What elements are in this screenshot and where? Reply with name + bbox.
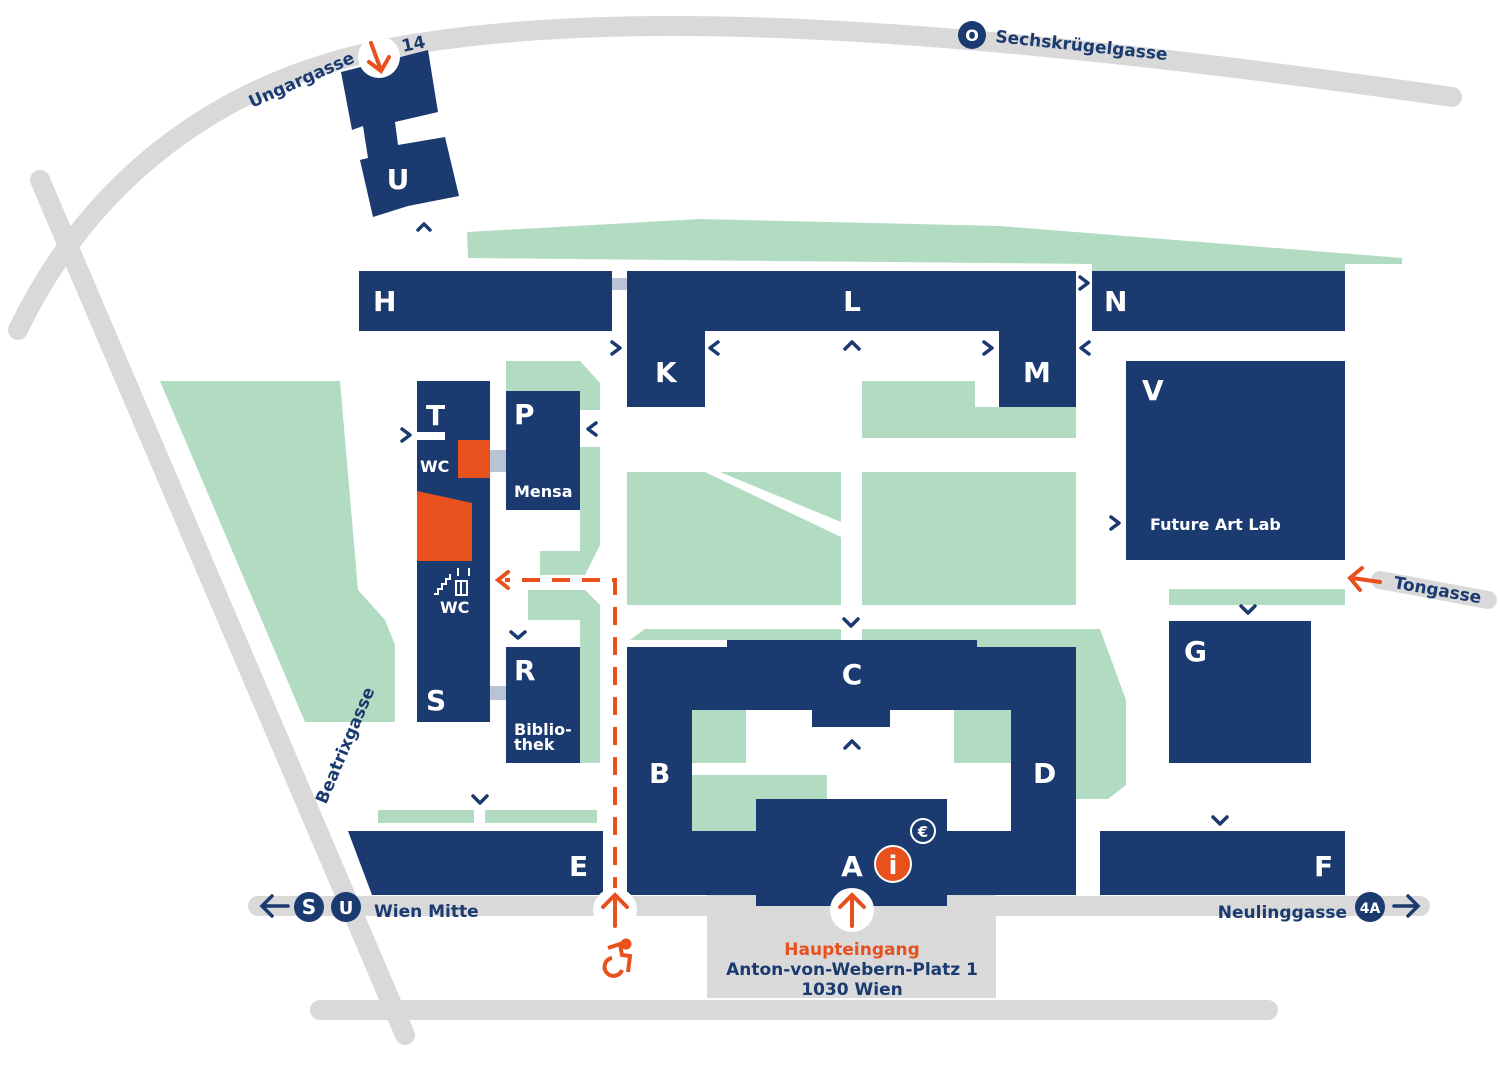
room-future-art-lab: Future Art Lab: [1150, 515, 1281, 534]
chevron-left-icon: [708, 340, 720, 356]
wc-label: WC: [440, 598, 469, 617]
svg-text:i: i: [889, 851, 898, 881]
label-D: D: [1033, 757, 1056, 790]
address-city: 1030 Wien: [801, 980, 902, 1000]
street-wien-mitte: Wien Mitte: [374, 902, 479, 922]
building-R: [506, 647, 580, 763]
svg-text:€: €: [917, 823, 928, 841]
chevron-up-icon: [416, 222, 432, 232]
road-ungargasse-sechskruegelgasse: [8, 15, 1462, 340]
entrance-chevrons: [400, 222, 1257, 826]
chevron-right-icon: [982, 340, 994, 356]
room-bibliothek: thek: [514, 735, 555, 754]
wc-label: WC: [420, 457, 449, 476]
address-street: Anton-von-Webern-Platz 1: [726, 960, 978, 980]
chevron-left-icon: [586, 421, 598, 437]
chevron-right-icon: [1109, 515, 1121, 531]
wheelchair-icon: [602, 938, 633, 978]
accessible-entrance[interactable]: [593, 888, 637, 978]
arrow-down-icon: [367, 41, 391, 74]
building-P: [506, 391, 580, 510]
label-P: P: [514, 398, 535, 431]
arrow-up-icon: [838, 892, 866, 928]
highlight-room-S: [417, 491, 472, 561]
label-H: H: [373, 285, 396, 318]
bus-4a-icon: 4A: [1360, 901, 1381, 917]
label-S: S: [426, 684, 446, 717]
label-T: T: [426, 399, 445, 432]
neulinggasse-transit[interactable]: Neulinggasse 4A: [1218, 892, 1421, 923]
entrance-ungargasse: [358, 36, 400, 78]
label-G: G: [1184, 635, 1207, 668]
building-H: [359, 271, 612, 331]
transit-o-badge[interactable]: O: [958, 21, 986, 49]
accessible-route: [505, 578, 617, 895]
chevron-down-icon: [509, 630, 527, 640]
arrow-left-icon: [259, 894, 290, 918]
label-A: A: [841, 850, 863, 883]
stairs-elevator-icon: [434, 568, 470, 596]
building-G: [1169, 621, 1311, 763]
courtyard-greens: [692, 710, 1011, 831]
entrance-tongasse: [1347, 566, 1382, 592]
route-arrow-icon: [494, 570, 510, 590]
arrow-up-icon: [601, 892, 629, 928]
building-K-L-M: [627, 271, 1076, 407]
street-tongasse: Tongasse: [1392, 573, 1483, 608]
label-K: K: [655, 356, 678, 389]
building-F: [1100, 831, 1345, 895]
u-bahn-icon: U: [339, 898, 354, 919]
room-bibliothek: Biblio-: [514, 720, 572, 739]
wien-mitte-transit[interactable]: S U Wien Mitte: [259, 892, 479, 922]
euro-icon: €: [910, 818, 936, 844]
building-U: [341, 50, 459, 217]
room-mensa: Mensa: [514, 482, 572, 501]
label-M: M: [1023, 356, 1051, 389]
label-F: F: [1314, 850, 1333, 883]
svg-text:O: O: [965, 26, 979, 45]
chevron-right-icon: [1078, 275, 1090, 291]
bridges: [490, 278, 627, 700]
label-U: U: [387, 163, 410, 196]
chevron-down-icon: [1239, 604, 1257, 615]
label-B: B: [649, 757, 670, 790]
chevron-left-icon: [1079, 340, 1091, 356]
chevron-down-icon: [1211, 815, 1229, 826]
building-E: [348, 831, 603, 895]
main-entrance-label: Haupteingang: [784, 940, 919, 960]
label-C: C: [842, 658, 863, 691]
street-number: 14: [400, 32, 427, 57]
arrow-right-icon: [1392, 894, 1421, 918]
chevron-up-icon: [843, 340, 861, 351]
label-V: V: [1142, 374, 1164, 407]
building-N: [1092, 271, 1345, 331]
chevron-down-icon: [471, 794, 489, 805]
s-bahn-icon: S: [302, 895, 316, 919]
info-icon[interactable]: i: [874, 845, 912, 883]
t-entrance-gap: [417, 432, 445, 440]
arrow-left-icon: [1347, 566, 1382, 592]
label-E: E: [569, 850, 588, 883]
label-R: R: [514, 654, 536, 687]
main-entrance[interactable]: [830, 888, 874, 932]
chevron-down-icon: [842, 617, 860, 628]
chevron-up-icon: [843, 739, 861, 750]
chevron-right-icon: [610, 340, 622, 356]
chevron-right-icon: [400, 427, 412, 443]
road-tongasse: [1371, 571, 1497, 609]
label-L: L: [843, 285, 861, 318]
label-N: N: [1104, 285, 1127, 318]
building-V: [1126, 361, 1345, 560]
courtyard: [692, 710, 1011, 831]
street-neulinggasse: Neulinggasse: [1218, 903, 1347, 923]
highlight-room-T: [458, 440, 490, 478]
